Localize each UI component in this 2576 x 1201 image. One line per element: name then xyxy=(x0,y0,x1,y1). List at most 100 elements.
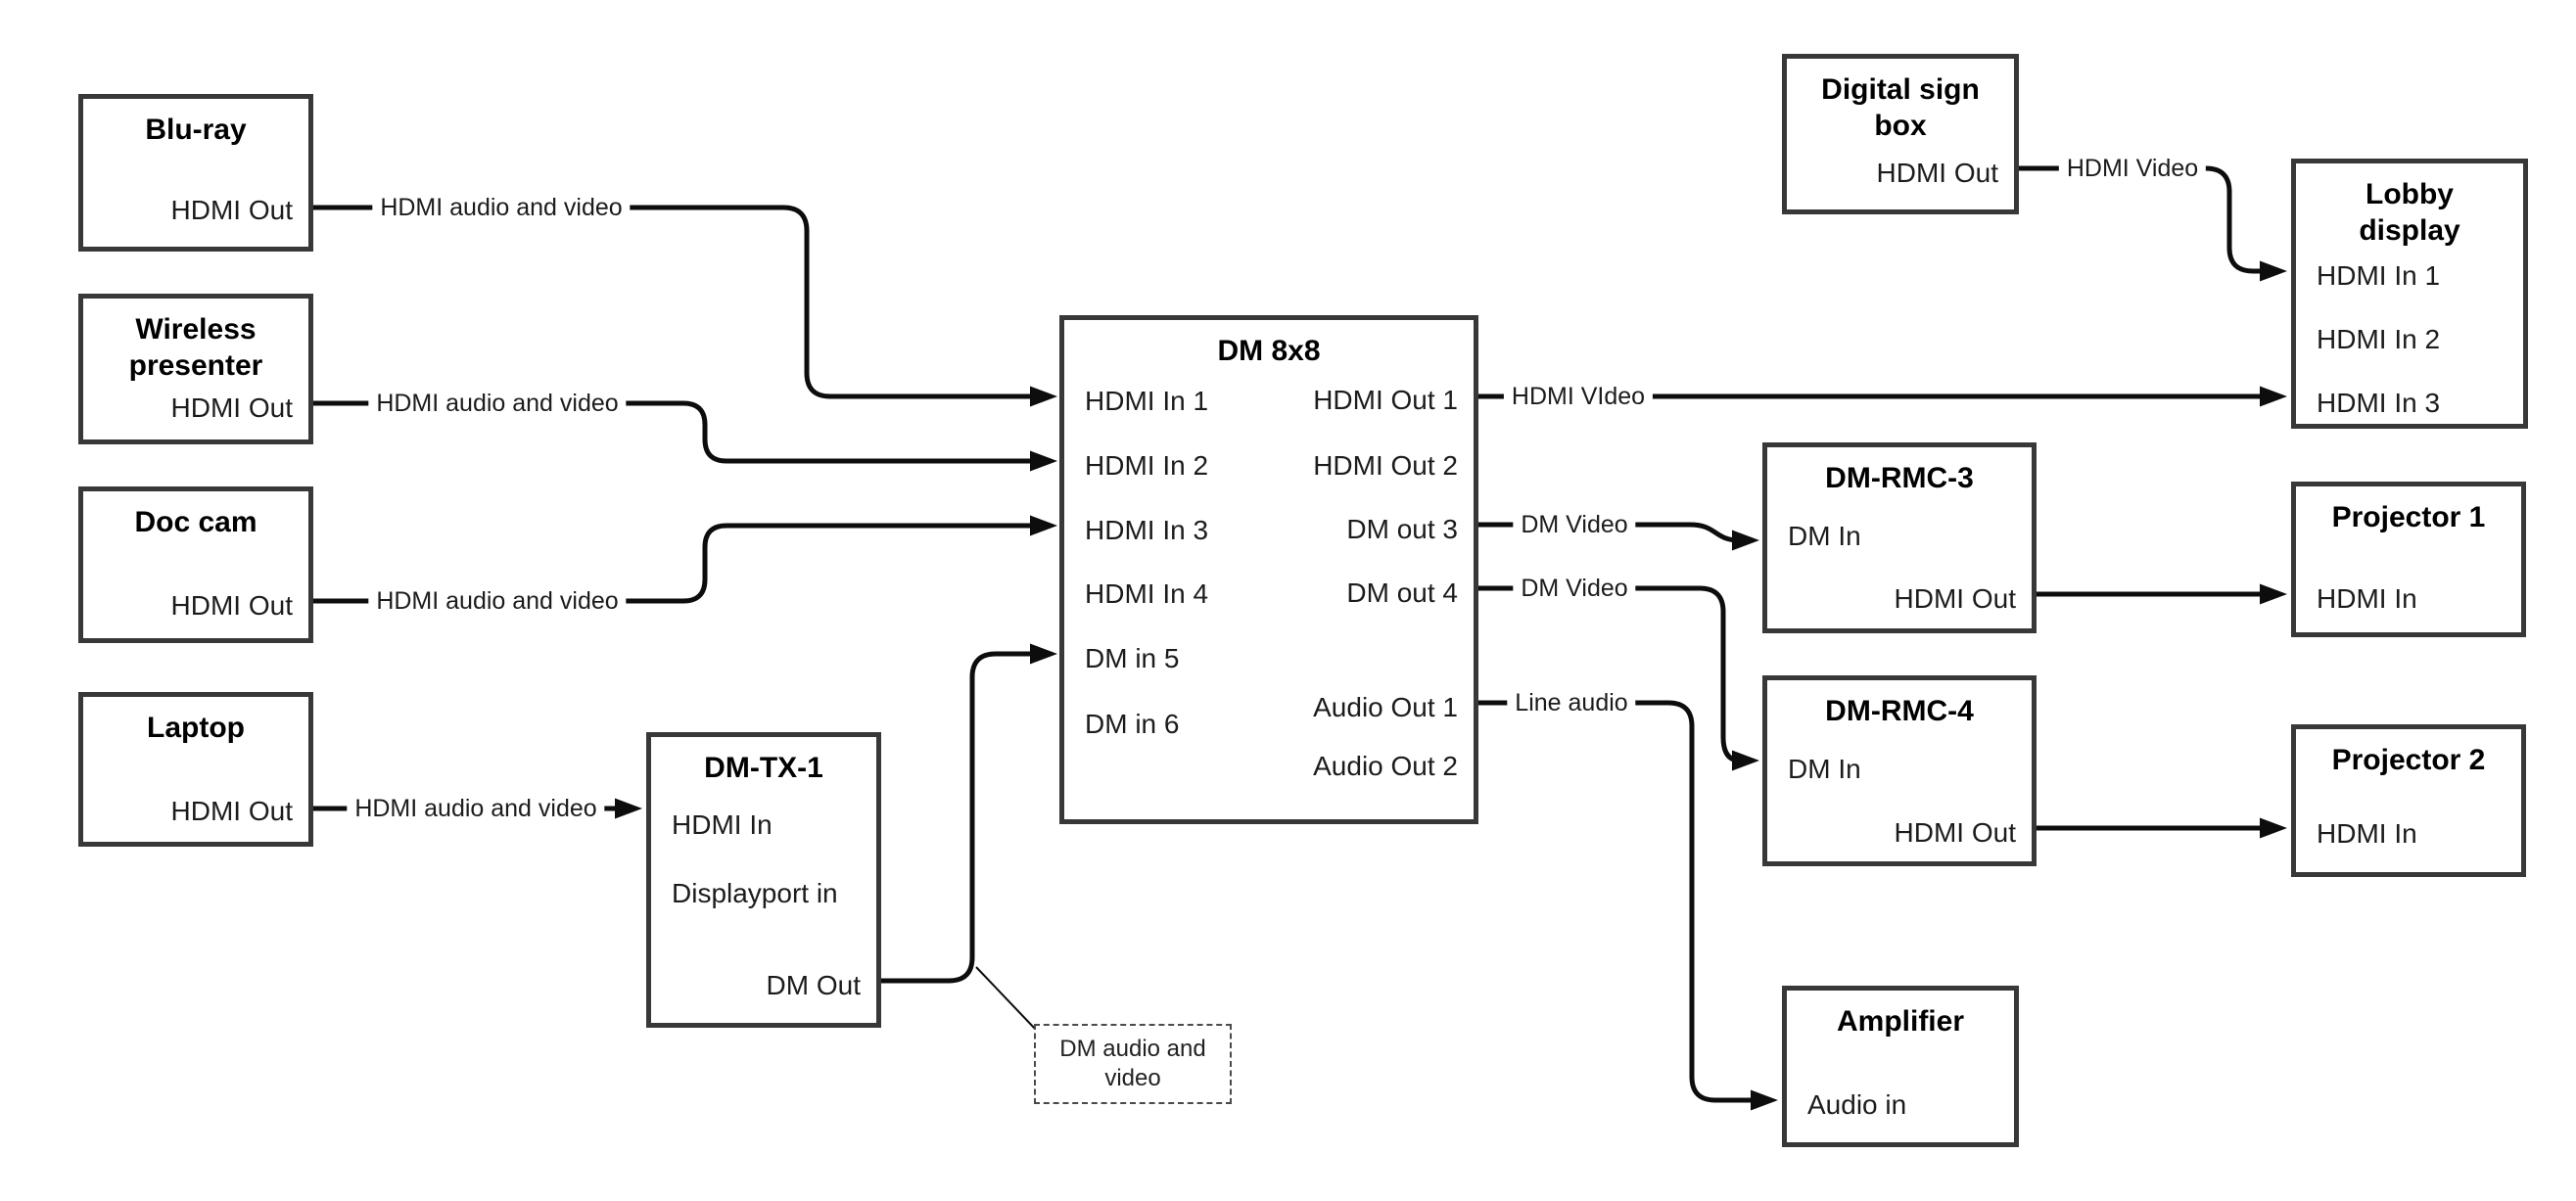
wire-label: DM Video xyxy=(1513,510,1636,539)
node-title-line: Digital sign xyxy=(1821,73,1980,106)
connector-digitalsign-to-lobby-in1 xyxy=(2019,165,2268,274)
node-title-line: Projector 2 xyxy=(2331,744,2486,776)
arrowhead-icon xyxy=(1751,1089,1778,1111)
wire-label: DM Video xyxy=(1513,574,1636,603)
node-projector-1: Projector 1 HDMI In xyxy=(2291,482,2526,637)
node-dm-rmc-4: DM-RMC-4 DM In HDMI Out xyxy=(1762,675,2037,866)
port-label: HDMI Out xyxy=(1876,158,1998,188)
arrowhead-icon xyxy=(2260,817,2287,839)
node-title-line: Doc cam xyxy=(134,506,258,538)
node-title-line: Lobby xyxy=(2365,178,2454,210)
wire-label: HDMI audio and video xyxy=(368,586,627,616)
port-label: DM out 3 xyxy=(1346,514,1458,544)
callout-leader-line xyxy=(975,966,1037,1031)
callout-dm-audio-and-video: DM audio and video xyxy=(1034,1024,1232,1104)
connector-bluray-to-dm8x8-in1 xyxy=(313,205,1038,399)
port-label: HDMI In 1 xyxy=(1085,386,1209,416)
port-label: HDMI Out 1 xyxy=(1313,385,1458,415)
port-label: HDMI Out xyxy=(1894,583,2016,614)
connector-dm8x8-out4-to-rmc4 xyxy=(1478,585,1741,763)
port-label: HDMI In 2 xyxy=(1085,450,1209,481)
callout-text-line: DM audio and xyxy=(1059,1036,1206,1062)
port-label: Audio Out 2 xyxy=(1313,751,1458,781)
node-title-line: DM 8x8 xyxy=(1217,335,1321,367)
wire-label: HDMI audio and video xyxy=(368,389,627,418)
port-label: DM in 5 xyxy=(1085,643,1180,673)
port-label: DM Out xyxy=(766,970,861,1000)
connector-dm8x8-audio1-to-amp xyxy=(1478,700,1758,1103)
node-title-line: box xyxy=(1874,110,1927,142)
port-label: HDMI Out xyxy=(170,796,293,826)
node-title: DM-RMC-4 xyxy=(1767,693,2032,729)
arrowhead-icon xyxy=(1030,643,1057,665)
node-title-line: Projector 1 xyxy=(2331,501,2486,533)
port-label: HDMI Out 2 xyxy=(1313,450,1458,481)
port-label: HDMI In 3 xyxy=(2317,388,2441,418)
arrowhead-icon xyxy=(2260,386,2287,407)
node-title-line: Wireless xyxy=(135,313,257,346)
node-title: DM 8x8 xyxy=(1064,333,1474,369)
port-label: DM In xyxy=(1788,754,1861,784)
port-label: HDMI In 1 xyxy=(2317,260,2441,291)
node-title: DM-TX-1 xyxy=(651,750,876,786)
arrowhead-icon xyxy=(1732,530,1759,551)
connector-wireless-to-dm8x8-in2 xyxy=(313,400,1038,464)
arrowhead-icon xyxy=(1732,750,1759,771)
arrowhead-icon xyxy=(1030,386,1057,407)
node-title: Amplifier xyxy=(1787,1003,2014,1039)
arrowhead-icon xyxy=(2260,583,2287,605)
node-title-line: presenter xyxy=(128,349,263,382)
wire-label: HDMI Video xyxy=(2058,154,2207,183)
port-label: HDMI In xyxy=(672,809,773,840)
node-title: DM-RMC-3 xyxy=(1767,460,2032,496)
port-label: Audio in xyxy=(1807,1089,1907,1120)
arrowhead-icon xyxy=(2260,260,2287,282)
connector-dmtx1-to-dm8x8-in5 xyxy=(881,651,1038,984)
node-title-line: display xyxy=(2359,214,2460,247)
node-title: Doc cam xyxy=(83,504,308,540)
node-title: Lobby display xyxy=(2296,176,2523,249)
port-label: HDMI Out xyxy=(170,590,293,621)
node-projector-2: Projector 2 HDMI In xyxy=(2291,724,2526,877)
node-title-line: Laptop xyxy=(147,712,245,744)
port-label: HDMI In 4 xyxy=(1085,578,1209,609)
port-label: HDMI Out xyxy=(170,195,293,225)
port-label: DM in 6 xyxy=(1085,709,1180,739)
node-dm-rmc-3: DM-RMC-3 DM In HDMI Out xyxy=(1762,442,2037,633)
port-label: DM In xyxy=(1788,521,1861,551)
node-title-line: Blu-ray xyxy=(145,114,247,146)
port-label: Audio Out 1 xyxy=(1313,692,1458,722)
wire-label: HDMI audio and video xyxy=(372,193,631,222)
wire-label: HDMI audio and video xyxy=(347,794,605,823)
port-label: HDMI Out xyxy=(170,393,293,423)
port-label: DM out 4 xyxy=(1346,577,1458,608)
port-label: Displayport in xyxy=(672,878,838,908)
port-label: HDMI Out xyxy=(1894,817,2016,848)
wire-label: Line audio xyxy=(1507,688,1636,717)
wire-label: HDMI VIdeo xyxy=(1503,382,1654,411)
node-title-line: Amplifier xyxy=(1836,1005,1965,1038)
callout-text-line: video xyxy=(1104,1065,1161,1091)
node-title: Laptop xyxy=(83,710,308,746)
arrowhead-icon xyxy=(615,798,642,819)
port-label: HDMI In 3 xyxy=(1085,515,1209,545)
node-title-line: DM-TX-1 xyxy=(704,752,823,784)
connector-doccam-to-dm8x8-in3 xyxy=(313,523,1038,604)
node-title: Projector 1 xyxy=(2296,499,2521,535)
port-label: HDMI In xyxy=(2317,818,2417,849)
arrowhead-icon xyxy=(1030,515,1057,536)
node-title-line: DM-RMC-4 xyxy=(1825,695,1974,727)
arrowhead-icon xyxy=(1030,450,1057,472)
node-title: Digital sign box xyxy=(1787,71,2014,144)
port-label: HDMI In xyxy=(2317,583,2417,614)
